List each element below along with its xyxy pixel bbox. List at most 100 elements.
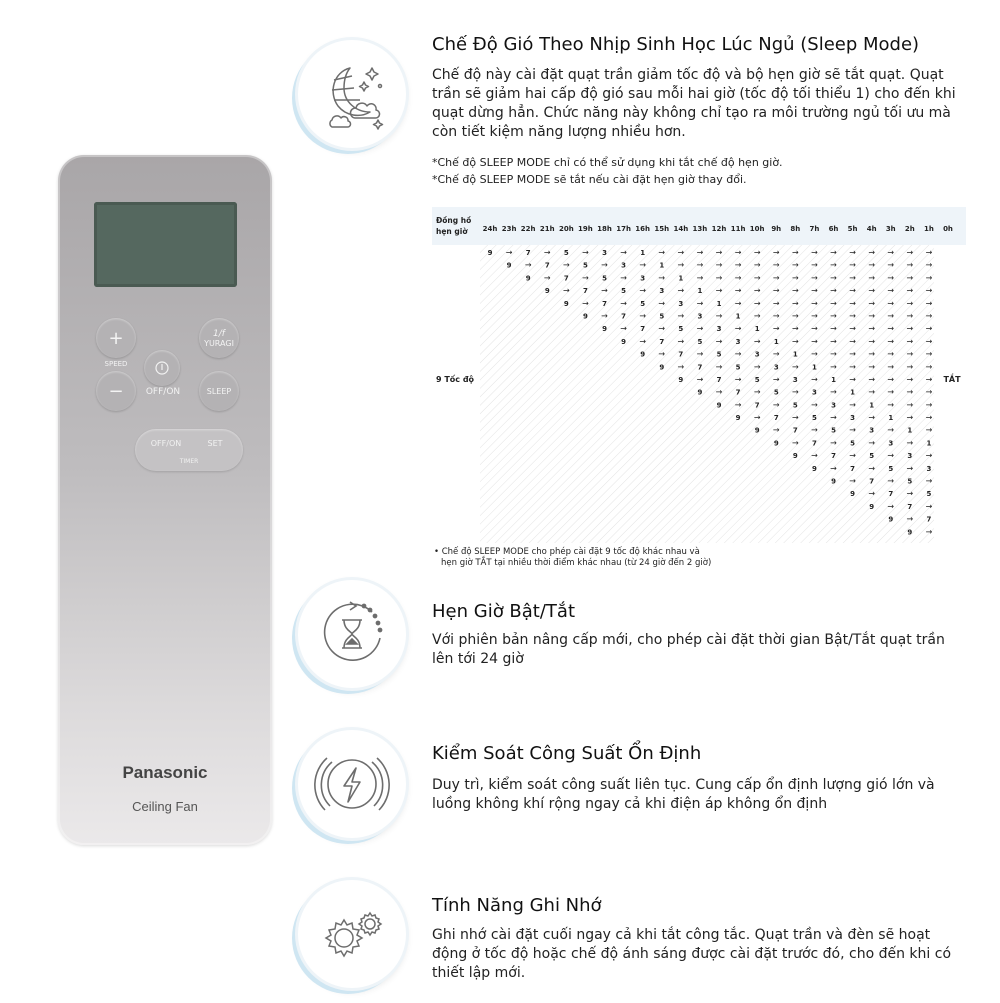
table-hour-label: 4h: [867, 225, 877, 233]
table-cell: →: [906, 350, 913, 359]
sleep-button[interactable]: SLEEP: [199, 371, 239, 411]
table-cell: →: [926, 502, 933, 511]
table-cell: →: [887, 273, 894, 282]
lightning-bolt-icon: [314, 757, 390, 811]
table-cell: →: [887, 286, 894, 295]
table-cell: 9: [564, 300, 569, 308]
table-cell: →: [849, 324, 856, 333]
table-cell: →: [849, 400, 856, 409]
table-cell: →: [658, 324, 665, 333]
table-cell: 9: [812, 465, 817, 473]
table-hour-label: 20h: [559, 225, 574, 233]
table-cell: →: [906, 337, 913, 346]
table-cell: →: [773, 324, 780, 333]
table-cell: →: [754, 362, 761, 371]
table-cell: →: [926, 299, 933, 308]
table-cell: →: [754, 413, 761, 422]
yuragi-button[interactable]: 1/f YURAGI: [199, 318, 239, 358]
table-cell: →: [849, 362, 856, 371]
timer-set-button[interactable]: SET: [207, 439, 223, 448]
table-cell: →: [868, 248, 875, 257]
table-cell: 7: [793, 427, 798, 435]
table-cell: →: [620, 248, 627, 257]
table-cell: →: [563, 261, 570, 270]
table-cell: →: [926, 426, 933, 435]
table-cell: 5: [678, 325, 683, 333]
table-cell: →: [697, 261, 704, 270]
table-cell: →: [697, 375, 704, 384]
table-cell: 3: [717, 325, 722, 333]
table-cell: →: [658, 350, 665, 359]
table-cell: 1: [907, 427, 912, 435]
table-cell: →: [926, 477, 933, 486]
table-cell: →: [754, 299, 761, 308]
table-cell: 9: [717, 401, 722, 409]
table-cell: →: [716, 311, 723, 320]
table-cell: →: [906, 413, 913, 422]
table-cell: 7: [812, 439, 817, 447]
table-cell: →: [639, 311, 646, 320]
sleep-table-footnote: • Chế độ SLEEP MODE cho phép cài đặt 9 t…: [434, 547, 712, 568]
table-cell: →: [544, 273, 551, 282]
table-cell: →: [773, 426, 780, 435]
table-hour-label: 2h: [905, 225, 915, 233]
table-cell: 5: [831, 427, 836, 435]
table-cell: 9: [697, 389, 702, 397]
table-cell: 3: [640, 274, 645, 282]
table-cell: →: [906, 362, 913, 371]
table-cell: 9: [831, 478, 836, 486]
table-cell: →: [830, 350, 837, 359]
table-cell: →: [792, 299, 799, 308]
table-cell: →: [849, 350, 856, 359]
table-cell: 9: [774, 439, 779, 447]
timer-label: TIMER: [179, 458, 199, 465]
table-cell: 3: [888, 439, 893, 447]
table-cell: →: [830, 248, 837, 257]
table-cell: →: [926, 451, 933, 460]
table-cell: 5: [717, 351, 722, 359]
table-cell: 5: [602, 274, 607, 282]
power-button[interactable]: [144, 350, 180, 386]
table-cell: →: [868, 261, 875, 270]
table-cell: →: [754, 286, 761, 295]
table-cell: 1: [831, 376, 836, 384]
timer-icon-circle: [298, 580, 406, 688]
table-cell: →: [906, 515, 913, 524]
table-cell: →: [773, 286, 780, 295]
table-cell: →: [926, 375, 933, 384]
table-cell: 9: [888, 516, 893, 524]
table-hatch-area: [480, 245, 934, 543]
table-cell: →: [525, 261, 532, 270]
table-cell: 9: [545, 287, 550, 295]
table-cell: 1: [888, 414, 893, 422]
table-cell: 5: [812, 414, 817, 422]
table-cell: →: [830, 286, 837, 295]
table-cell: →: [926, 400, 933, 409]
table-cell: →: [811, 350, 818, 359]
table-cell: →: [582, 273, 589, 282]
speed-up-button[interactable]: +: [96, 318, 136, 358]
table-cell: →: [830, 311, 837, 320]
table-cell: →: [792, 273, 799, 282]
table-cell: →: [830, 438, 837, 447]
table-cell: 9: [793, 452, 798, 460]
feature-title-power-control: Kiểm Soát Công Suất Ổn Định: [432, 743, 702, 764]
table-cell: →: [906, 489, 913, 498]
table-cell: 1: [697, 287, 702, 295]
table-header-row: [432, 207, 966, 245]
timer-off-on-button[interactable]: OFF/ON: [150, 439, 182, 448]
table-cell: →: [906, 311, 913, 320]
table-cell: 7: [678, 351, 683, 359]
brand-logo: Panasonic: [122, 763, 208, 782]
table-cell: 5: [697, 338, 702, 346]
table-cell: 1: [640, 249, 645, 257]
table-cell: →: [677, 248, 684, 257]
table-cell: →: [716, 273, 723, 282]
table-cell: 3: [774, 363, 779, 371]
table-cell: →: [754, 311, 761, 320]
table-cell: →: [677, 311, 684, 320]
speed-down-button[interactable]: −: [96, 371, 136, 411]
table-cell: →: [887, 261, 894, 270]
